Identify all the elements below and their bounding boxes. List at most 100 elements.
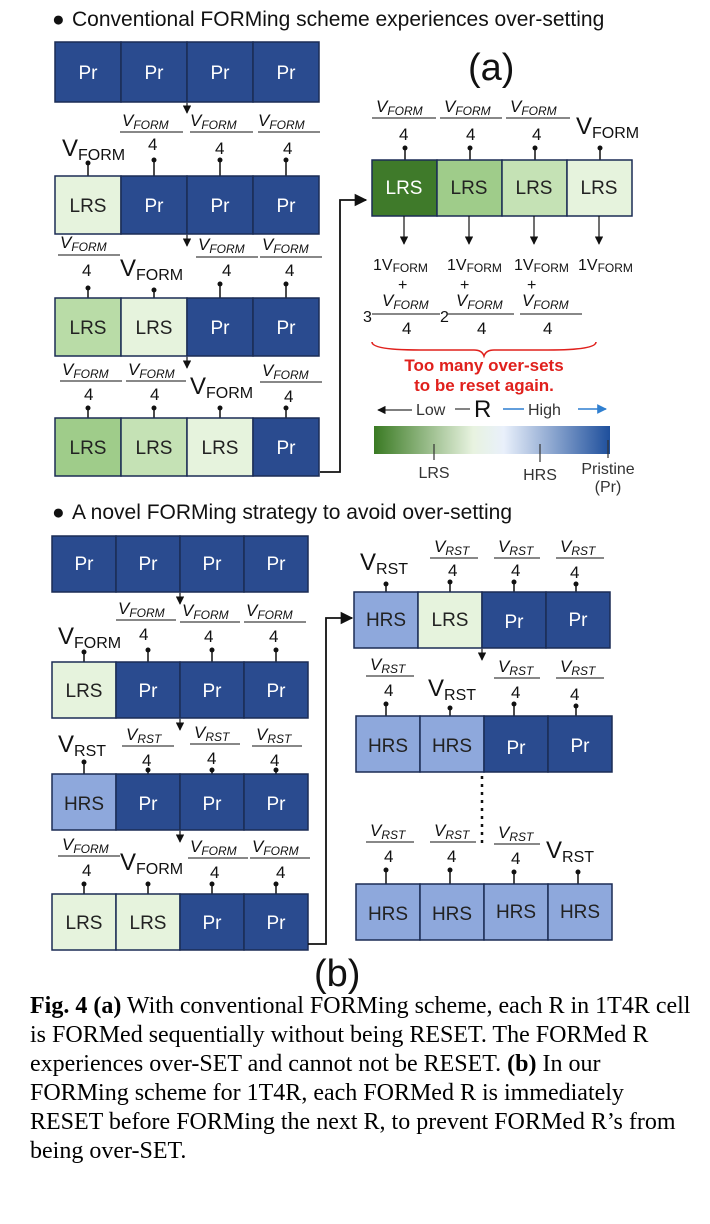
- b-row-4-voltages: VFORM 4 VFORM VFORM 4 VFORM 4: [58, 831, 310, 894]
- v-form-frac: VFORM: [456, 291, 503, 312]
- section-b-bullet: ●: [52, 501, 65, 524]
- denominator: 4: [215, 139, 224, 158]
- v-rst-frac: VRST: [560, 537, 597, 558]
- a-right-row: LRS LRS LRS LRS: [371, 159, 633, 217]
- cell-label: LRS: [136, 438, 173, 459]
- cell-label: LRS: [136, 318, 173, 339]
- section-a-header: ● Conventional FORMing scheme experience…: [52, 8, 604, 31]
- denominator: 4: [384, 681, 393, 700]
- v-form-frac: VFORM: [444, 97, 491, 118]
- cell-label: HRS: [368, 904, 408, 925]
- b-right-row-1-voltages: VRST VRST 4 VRST 4 VRST 4: [360, 537, 604, 592]
- cell-label: Pr: [267, 794, 287, 815]
- caption-b-label: (b): [507, 1051, 537, 1077]
- cell-label: Pr: [277, 318, 297, 339]
- cell-label: LRS: [130, 913, 167, 934]
- cell-label: Pr: [569, 610, 589, 631]
- cell-label: LRS: [202, 438, 239, 459]
- v-form-frac: VFORM: [60, 233, 107, 254]
- b-row-3: HRS Pr Pr Pr: [51, 773, 309, 831]
- b-row-2-voltages: VFORM VFORM 4 VFORM 4 VFORM 4: [58, 593, 306, 662]
- cell-label: LRS: [581, 178, 618, 199]
- cell-label: Pr: [203, 913, 223, 934]
- one-v-form: 1VFORM: [578, 257, 633, 275]
- denominator: 4: [84, 385, 93, 404]
- section-a-label: (a): [468, 47, 514, 89]
- v-form-frac: VFORM: [118, 599, 165, 620]
- v-form-frac: VFORM: [376, 97, 423, 118]
- denominator: 4: [511, 561, 520, 580]
- v-rst-full: VRST: [428, 675, 476, 704]
- connector-arrow: [320, 193, 368, 473]
- legend-low: Low: [416, 402, 446, 419]
- cell-label: Pr: [277, 438, 297, 459]
- v-form-frac: VFORM: [122, 111, 169, 132]
- legend-pristine: Pristine: [581, 461, 634, 478]
- cell-label: LRS: [70, 438, 107, 459]
- cell-label: LRS: [386, 178, 423, 199]
- v-form-full: VFORM: [190, 373, 253, 402]
- v-form-full: VFORM: [120, 255, 183, 284]
- cell-label: Pr: [277, 196, 297, 217]
- denominator: 4: [511, 849, 520, 868]
- v-rst-full: VRST: [546, 837, 594, 866]
- v-form-frac: VFORM: [382, 291, 429, 312]
- v-rst-frac: VRST: [560, 657, 597, 678]
- denominator: 4: [284, 387, 293, 406]
- cell-label: Pr: [211, 196, 231, 217]
- cell-label: HRS: [432, 736, 472, 757]
- v-form-full: VFORM: [120, 849, 183, 878]
- cell-label: Pr: [211, 63, 231, 84]
- cell-label: HRS: [560, 902, 600, 923]
- cell-label: LRS: [70, 318, 107, 339]
- a-row-3-voltages: VFORM 4 VFORM VFORM 4 VFORM 4: [58, 233, 322, 298]
- denominator: 4: [532, 125, 541, 144]
- denominator: 4: [448, 561, 457, 580]
- denominator: 4: [222, 261, 231, 280]
- v-rst-frac: VRST: [256, 725, 293, 746]
- denominator: 4: [570, 685, 579, 704]
- cell-label: Pr: [139, 681, 159, 702]
- caption-b-text: In our FORMing scheme for 1T4R, each FOR…: [30, 1051, 676, 1164]
- v-rst-frac: VRST: [434, 537, 471, 558]
- v-rst-frac: VRST: [498, 537, 535, 558]
- v-rst-frac: VRST: [126, 725, 163, 746]
- denominator: 4: [270, 751, 279, 770]
- b-row-1: Pr Pr Pr Pr: [51, 535, 309, 593]
- legend-hrs: HRS: [523, 467, 557, 484]
- denominator: 4: [384, 847, 393, 866]
- denominator: 4: [204, 627, 213, 646]
- denominator: 4: [82, 261, 91, 280]
- cell-label: Pr: [505, 612, 525, 633]
- warning-line-2: to be reset again.: [414, 376, 554, 395]
- v-form-full: VFORM: [62, 135, 125, 164]
- denominator: 4: [447, 847, 456, 866]
- v-form-frac: VFORM: [252, 837, 299, 858]
- v-rst-frac: VRST: [498, 657, 535, 678]
- cell-label: Pr: [203, 554, 223, 575]
- denominator: 4: [269, 627, 278, 646]
- v-rst-frac: VRST: [370, 821, 407, 842]
- cell-label: Pr: [571, 736, 591, 757]
- v-form-frac: VFORM: [190, 111, 237, 132]
- a-row-1: Pr Pr Pr Pr: [54, 41, 320, 103]
- denominator: 4: [82, 861, 91, 880]
- a-row-4-voltages: VFORM 4 VFORM 4 VFORM VFORM 4: [60, 357, 322, 418]
- denominator: 4: [139, 625, 148, 644]
- one-v-form: 1VFORM: [447, 257, 502, 275]
- cell-label: HRS: [496, 902, 536, 923]
- denominator: 4: [285, 261, 294, 280]
- resistance-gradient-bar: [374, 426, 610, 454]
- v-form-frac: VFORM: [262, 361, 309, 382]
- a-row-3: LRS LRS Pr Pr: [54, 297, 320, 357]
- cell-label: LRS: [66, 681, 103, 702]
- denominator: 4: [276, 863, 285, 882]
- v-rst-frac: VRST: [434, 821, 471, 842]
- coefficient: 3: [363, 309, 372, 326]
- cell-label: LRS: [66, 913, 103, 934]
- cell-label: Pr: [203, 681, 223, 702]
- cell-label: HRS: [432, 904, 472, 925]
- denominator: 4: [207, 749, 216, 768]
- v-rst-frac: VRST: [194, 723, 231, 744]
- plus-sign: +: [460, 277, 469, 294]
